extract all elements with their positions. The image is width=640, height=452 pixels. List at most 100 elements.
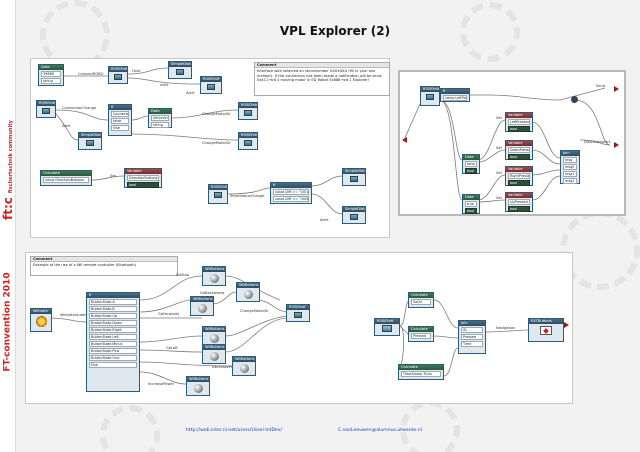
wire-label: Set [496, 171, 502, 175]
wire-label: Fault [132, 69, 141, 73]
service-icon [350, 214, 358, 220]
footer-email[interactable]: C.vanLeeuwen@alumnus.utwente.nl [338, 428, 422, 433]
wire-label: Set [496, 146, 502, 150]
service-icon [426, 94, 434, 100]
service-icon [176, 69, 184, 75]
robointf-node[interactable]: ROBOIntf [36, 100, 56, 118]
wiimote-icon [35, 316, 47, 327]
service-icon [244, 140, 252, 146]
slide-title: VPL Explorer (2) [279, 24, 391, 38]
gear-decoration [100, 405, 160, 452]
comment-box[interactable]: Comment Example of the use of a Wii remo… [30, 256, 178, 276]
wire-label: DoStop [176, 273, 190, 277]
service-icon [350, 176, 358, 182]
if-node[interactable]: If value.Diff >= "\001"value.Diff <= "\0… [270, 182, 312, 204]
wire-label: GoLeft [166, 346, 178, 350]
robointf-node[interactable]: ROBOIntf [238, 132, 258, 150]
wiibuttons-node[interactable]: WiiButtons [236, 282, 260, 302]
wiibuttons-node[interactable]: WiiButtons [202, 266, 226, 286]
wiibuttons-node[interactable]: WiiButtons [202, 344, 226, 364]
wiimote-node[interactable]: Wiimote [30, 308, 52, 332]
wii-button-icon [243, 290, 253, 299]
robointf-node[interactable]: ROBOIntf [286, 304, 310, 322]
service-icon [294, 312, 302, 318]
robointf-node[interactable]: ROBOIntf [208, 184, 228, 204]
if-node[interactable]: If ButtonState.A ButtonState.B ButtonSta… [86, 292, 140, 392]
service-icon [214, 192, 222, 198]
wiibuttons-node[interactable]: WiiButtons [186, 376, 210, 396]
convention-label: FT-convention 2010 [3, 272, 14, 372]
wiibuttons-node[interactable]: WiiButtons [232, 356, 256, 376]
service-icon [42, 108, 50, 114]
robointf-node[interactable]: ROBOIntf [420, 86, 440, 106]
wire-label: ChangeMotorSir [202, 112, 231, 116]
brand-strip: ft:cfischertechnik community FT-conventi… [0, 0, 16, 452]
wire-label: Set [496, 196, 502, 200]
comment-box[interactable]: Comment Interface with selected an seria… [254, 62, 390, 96]
robointf-node[interactable]: ROBOIntf [374, 318, 400, 336]
simpledialog-node[interactable]: SimpleDialog [342, 206, 366, 224]
calculate-node[interactable]: Calculate SoDir [408, 292, 434, 308]
service-icon [114, 74, 122, 80]
wire-label: GoForwards [158, 312, 180, 316]
join-node[interactable]: Join msg msg0 msg1 msg2 [560, 150, 580, 184]
service-icon [244, 110, 252, 116]
robointf-node[interactable]: ROBOIntf [238, 102, 258, 120]
drive-icon [540, 326, 552, 335]
wire-label: Navigation [496, 326, 516, 330]
calculate-node[interactable]: Calculate Pressed [408, 326, 434, 342]
merge-node[interactable] [571, 96, 578, 103]
wire-label: DistributeAlert [584, 140, 611, 144]
wii-button-icon [239, 364, 249, 373]
calculate-node[interactable]: Calculate TimeStamp.Ticks [398, 364, 444, 380]
footer-url[interactable]: http://web.inter.nl.net/users/Ussel-IntD… [186, 428, 283, 433]
variable-node[interactable]: Variable DownPressedbool [505, 140, 533, 160]
wii-button-icon [193, 384, 203, 393]
wire-label: Alert [186, 91, 195, 95]
service-icon [86, 140, 94, 146]
calculate-node[interactable]: Calculate value.DirectionButtons [40, 170, 92, 186]
if-node[interactable]: If value.LeftPressed [440, 88, 470, 102]
wiibuttons-node[interactable]: WiiButtons [202, 326, 226, 346]
wire-label: Alert [320, 218, 329, 222]
wire-label: Send [596, 84, 606, 88]
wire-label: GoBackwards [200, 291, 225, 295]
wire-label: WiimoteUpdated [60, 313, 91, 317]
service-icon [382, 325, 392, 332]
robointf-node[interactable]: ROBOIntf [200, 76, 222, 94]
wii-button-icon [209, 334, 219, 343]
wire-label: ConnectROBO [78, 72, 104, 76]
wire-label: DecreasePower [212, 365, 240, 369]
wire-label: ConnectionChange [62, 106, 97, 110]
simpledialog-node[interactable]: SimpleDialog [168, 61, 192, 79]
simpledialog-node[interactable]: SimpleDialog [78, 132, 102, 150]
wire-label: ChangeMotorSir [202, 141, 231, 145]
join-node[interactable]: Join ID Pressed Time [458, 320, 486, 354]
wire-label: SmartValueChange [230, 194, 265, 198]
simpledialog-node[interactable]: SimpleDialog [342, 168, 366, 186]
wire-label: Set [110, 174, 116, 178]
wire-label: ChangeMotorSir [240, 309, 269, 313]
gear-decoration [400, 400, 460, 452]
ftc-logo: ft:cfischertechnik community [1, 120, 16, 220]
gear-decoration [460, 2, 520, 62]
wii-button-icon [197, 304, 207, 313]
wii-button-icon [209, 274, 219, 283]
wii-button-icon [209, 352, 219, 361]
service-icon [207, 84, 215, 90]
extbuttons-node[interactable]: EXTButtons [528, 318, 564, 342]
wire-label: Alert [62, 124, 71, 128]
wire-label: Alert [160, 83, 169, 87]
robointf-node[interactable]: ROBOIntf [108, 66, 128, 84]
if-node[interactable]: If ConnectedfalseElse [108, 104, 132, 136]
wiibuttons-node[interactable]: WiiButtons [190, 296, 214, 316]
wire-label: Set [496, 116, 502, 120]
